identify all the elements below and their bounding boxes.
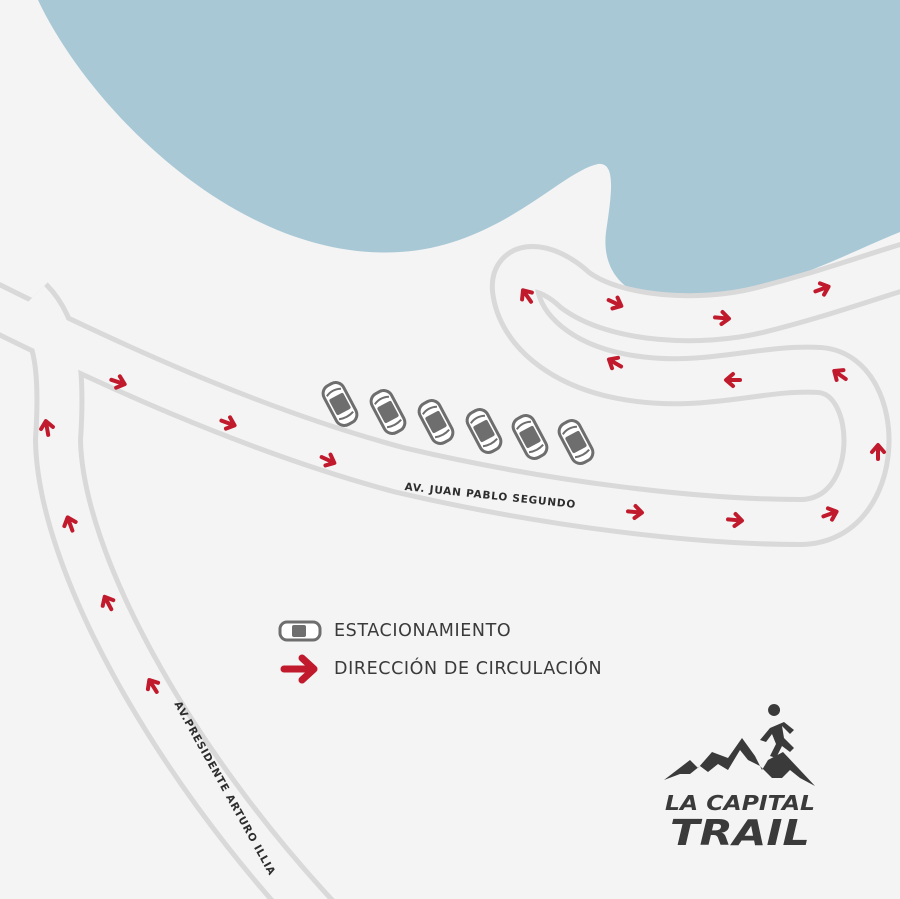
runner-icon [760, 704, 794, 758]
road-av-presidente-arturo-illia [15, 285, 328, 899]
logo: LA CAPITAL TRAIL [664, 704, 815, 854]
mountain-icon [664, 738, 815, 786]
water-body [38, 0, 900, 303]
legend-direction-label: DIRECCIÓN DE CIRCULACIÓN [334, 659, 603, 679]
car-icon [554, 415, 598, 469]
car-icon [278, 620, 322, 642]
legend-parking: ESTACIONAMIENTO [278, 612, 602, 650]
road-av-juan-pablo-segundo [0, 247, 900, 543]
car-icon [318, 377, 362, 431]
road-surfaces [0, 247, 900, 899]
car-icon [366, 385, 410, 439]
legend: ESTACIONAMIENTO DIRECCIÓN DE CIRCULACIÓN [278, 612, 602, 688]
legend-direction: DIRECCIÓN DE CIRCULACIÓN [278, 650, 602, 688]
car-icon [462, 404, 506, 458]
car-icon [508, 410, 552, 464]
legend-parking-label: ESTACIONAMIENTO [334, 621, 512, 641]
car-icon [414, 395, 458, 449]
arrow-right-icon [280, 654, 318, 684]
logo-line1: LA CAPITAL [665, 791, 815, 815]
logo-line2: TRAIL [670, 813, 810, 854]
